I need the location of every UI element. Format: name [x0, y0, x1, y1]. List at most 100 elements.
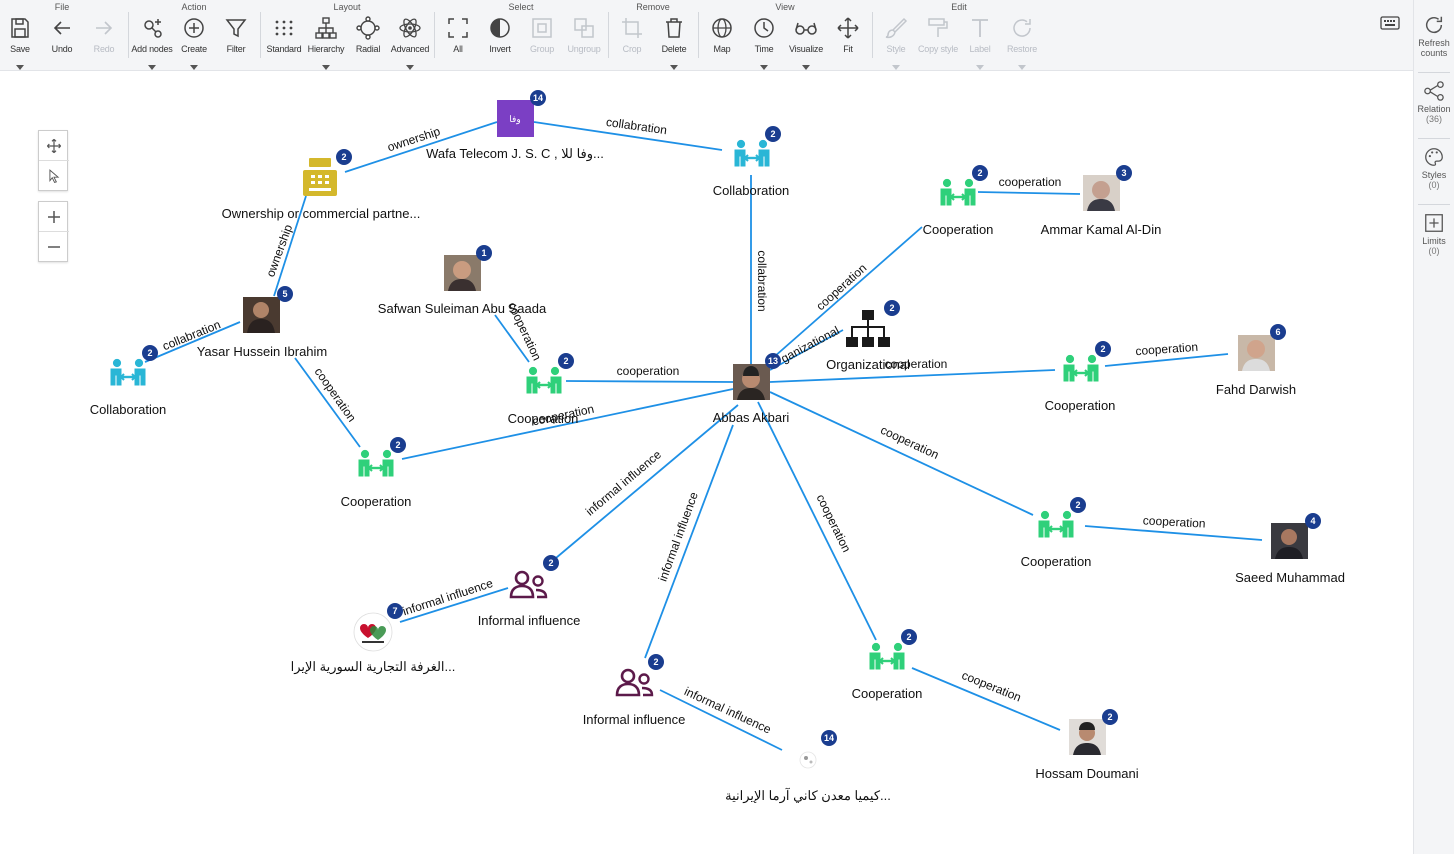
node-cooperation-saeed[interactable]: 2 Cooperation [1021, 497, 1092, 569]
edge-ownership-wafa[interactable] [344, 121, 498, 173]
edge-org-abbas[interactable] [769, 329, 844, 371]
node-syrian-iranian-chamber[interactable]: 7 الغرفة التجارية السورية الإيرا... [291, 603, 456, 675]
group-title-view: View [775, 2, 795, 12]
fit-button[interactable]: Fit [826, 16, 870, 68]
refresh-icon [1426, 16, 1443, 34]
edge-collab-yasar[interactable] [144, 321, 241, 363]
map-button[interactable]: Map [700, 16, 744, 68]
invert-selection-button[interactable]: Invert [478, 16, 522, 68]
edge-ownership-yasar[interactable] [273, 195, 307, 297]
badge-count: 2 [906, 632, 911, 642]
chevron-down-icon[interactable] [406, 65, 414, 70]
node-informal-influence-a[interactable]: 2 Informal influence [478, 555, 581, 628]
node-wafa-telecom[interactable]: وفا 14 Wafa Telecom J. S. C , وفا للا... [426, 90, 604, 162]
node-hossam-doumani[interactable]: 2 Hossam Doumani [1035, 709, 1139, 781]
time-button[interactable]: Time [742, 16, 786, 70]
edge-coop-mid-abbas[interactable] [565, 380, 734, 383]
chevron-down-icon[interactable] [760, 65, 768, 70]
select-all-button[interactable]: All [436, 16, 480, 68]
node-ammar-kamal-al-din[interactable]: 3 Ammar Kamal Al-Din [1041, 165, 1162, 237]
graph-canvas[interactable]: ownership collabration ownership collabr… [0, 71, 1414, 854]
advanced-layout-button[interactable]: Advanced [388, 16, 432, 70]
node-cooperation-ammar[interactable]: 2 Cooperation [923, 165, 994, 237]
count-badge [1102, 709, 1118, 725]
edge-inf-a-abbas[interactable] [549, 404, 739, 564]
node-safwan-suleiman-abu-saada[interactable]: 1 Safwan Suleiman Abu Saada [378, 245, 547, 316]
count-badge [387, 603, 403, 619]
standard-layout-button[interactable]: Standard [262, 16, 306, 68]
node-cooperation-hossam[interactable]: 2 Cooperation [852, 629, 923, 701]
visualize-button[interactable]: Visualize [784, 16, 828, 70]
edge-coop-ammar-abbas[interactable] [765, 226, 923, 365]
chevron-down-icon[interactable] [322, 65, 330, 70]
chevron-down-icon[interactable] [1018, 65, 1026, 70]
zoom-in-button[interactable] [39, 202, 69, 232]
count-badge [1095, 341, 1111, 357]
limits-button[interactable]: Limits (0) [1414, 212, 1454, 256]
edge-coop-saeed[interactable] [1084, 525, 1263, 541]
radial-layout-button[interactable]: Radial [346, 16, 390, 68]
chevron-down-icon[interactable] [976, 65, 984, 70]
style-button[interactable]: Style [874, 16, 918, 70]
edge-coop-fahd-abbas[interactable] [769, 369, 1056, 383]
label-button[interactable]: Label [958, 16, 1002, 70]
edge-inf-b-abbas[interactable] [644, 424, 734, 659]
redo-button[interactable]: Redo [82, 16, 126, 68]
keyboard-icon[interactable] [1380, 16, 1400, 35]
node-fahd-darwish[interactable]: 6 Fahd Darwish [1216, 324, 1296, 397]
person-photo [733, 364, 770, 400]
hierarchy-layout-button[interactable]: Hierarchy [304, 16, 348, 70]
chevron-down-icon[interactable] [802, 65, 810, 70]
edge-coop-hossam-abbas[interactable] [757, 401, 877, 641]
copy-style-button[interactable]: Copy style [916, 16, 960, 68]
chevron-down-icon[interactable] [892, 65, 900, 70]
chevron-down-icon[interactable] [670, 65, 678, 70]
edge-coop-fahd[interactable] [1104, 353, 1229, 367]
node-yasar-hussein-ibrahim[interactable]: 5 Yasar Hussein Ibrahim [197, 286, 328, 359]
save-button[interactable]: Save [0, 16, 42, 70]
chevron-down-icon[interactable] [148, 65, 156, 70]
chevron-down-icon[interactable] [190, 65, 198, 70]
edge-coop-hossam[interactable] [911, 667, 1061, 731]
node-wafa-logo [497, 100, 534, 137]
add-nodes-button[interactable]: Add nodes [130, 16, 174, 70]
select-mode-button[interactable] [39, 161, 69, 190]
relations-button[interactable]: Relation (36) [1414, 80, 1454, 124]
node-saeed-muhammad[interactable]: 4 Saeed Muhammad [1235, 513, 1345, 585]
node-cooperation-left[interactable]: 2 Cooperation [341, 437, 412, 509]
edge-inf-a-chamber[interactable] [399, 587, 509, 623]
edge-coop-ammar[interactable] [977, 191, 1081, 195]
undo-button[interactable]: Undo [40, 16, 84, 68]
pan-mode-button[interactable] [39, 131, 69, 161]
filter-button[interactable]: Filter [214, 16, 258, 68]
styles-count: (0) [1428, 180, 1440, 190]
edge-collab-wafa[interactable] [533, 121, 723, 151]
node-collaboration-top[interactable]: 2 Collaboration [713, 126, 790, 198]
edge-inf-b-kimia[interactable] [659, 689, 783, 751]
create-button[interactable]: Create [172, 16, 216, 70]
node-informal-influence-b[interactable]: 2 Informal influence [583, 654, 686, 727]
node-collaboration-left[interactable]: 2 Collaboration [90, 345, 167, 417]
node-cooperation-mid[interactable]: 2 Cooperation [508, 353, 579, 426]
edge-coop-yasar[interactable] [294, 357, 361, 448]
edge-coop-left-abbas[interactable] [401, 388, 734, 460]
ungroup-button[interactable]: Ungroup [562, 16, 606, 68]
restore-button[interactable]: Restore [1000, 16, 1044, 70]
node-abbas-akbari[interactable]: 13 Abbas Akbari [713, 353, 790, 425]
crop-button[interactable]: Crop [610, 16, 654, 68]
node-cooperation-fahd[interactable]: 2 Cooperation [1045, 341, 1116, 413]
styles-button[interactable]: Styles (0) [1414, 146, 1454, 190]
node-organizational[interactable]: 2 Organizational [826, 300, 910, 372]
delete-label: Delete [661, 44, 687, 54]
node-ownership-partner[interactable]: 2 Ownership or commercial partne... [222, 149, 421, 221]
refresh-counts-button[interactable]: Refresh counts [1414, 14, 1454, 58]
zoom-out-button[interactable] [39, 232, 69, 261]
delete-button[interactable]: Delete [652, 16, 696, 70]
node-kimia-madan[interactable]: 14 كيميا معدن كاني آرما الإيرانية... [725, 730, 891, 804]
group-button[interactable]: Group [520, 16, 564, 68]
edge-coop-saeed-abbas[interactable] [769, 391, 1034, 516]
badge-count: 2 [889, 303, 894, 313]
edge-coop-safwan[interactable] [494, 314, 530, 363]
chevron-down-icon[interactable] [16, 65, 24, 70]
edge-label: ownership [263, 222, 295, 278]
